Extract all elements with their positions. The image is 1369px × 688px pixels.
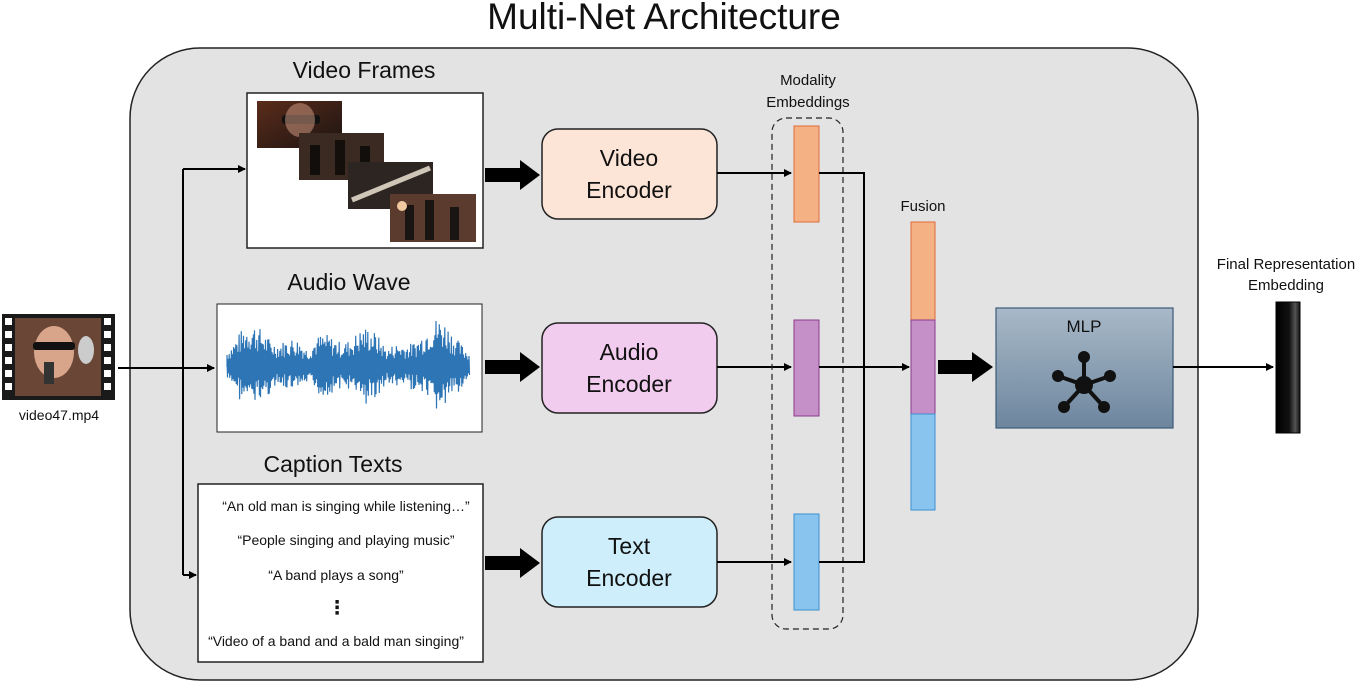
video-embedding bbox=[793, 125, 820, 223]
video-encoder: Video Encoder bbox=[541, 128, 718, 220]
audio-embedding bbox=[793, 319, 820, 417]
modality-embeddings-label: Embeddings bbox=[766, 94, 849, 111]
block-arrow bbox=[938, 352, 993, 382]
text-embedding bbox=[793, 513, 820, 611]
modality-embeddings-group bbox=[771, 117, 844, 630]
fused-text-segment bbox=[910, 413, 936, 511]
audio-waveform bbox=[226, 320, 471, 409]
caption-texts-title: Caption Texts bbox=[264, 451, 403, 477]
caption-item: “Video of a band and a bald man singing” bbox=[208, 633, 464, 649]
caption-item: “People singing and playing music” bbox=[237, 532, 454, 548]
video-file-icon bbox=[2, 314, 115, 400]
text-encoder: Text Encoder bbox=[541, 516, 718, 608]
svg-text:Encoder: Encoder bbox=[586, 177, 672, 203]
input-filename: video47.mp4 bbox=[19, 407, 99, 423]
final-embedding-bar bbox=[1275, 301, 1301, 434]
network-hub-icon bbox=[1052, 351, 1116, 413]
video-frames-title: Video Frames bbox=[293, 57, 436, 83]
fused-video-segment bbox=[910, 221, 936, 321]
svg-text:Encoder: Encoder bbox=[586, 565, 672, 591]
svg-text:Video: Video bbox=[600, 145, 658, 171]
fused-audio-segment bbox=[910, 319, 936, 415]
svg-text:Audio: Audio bbox=[600, 339, 659, 365]
diagram-title: Multi-Net Architecture bbox=[487, 0, 841, 37]
caption-item: “An old man is singing while listening…” bbox=[222, 498, 470, 514]
block-arrow bbox=[485, 352, 540, 382]
block-arrow bbox=[485, 548, 540, 578]
svg-text:Text: Text bbox=[608, 533, 651, 559]
fusion-label: Fusion bbox=[900, 198, 945, 215]
audio-wave-title: Audio Wave bbox=[287, 269, 410, 295]
mlp-label: MLP bbox=[1067, 317, 1102, 336]
video-frame-thumbnails bbox=[257, 101, 476, 242]
caption-item: “A band plays a song” bbox=[268, 567, 404, 583]
svg-text:Encoder: Encoder bbox=[586, 371, 672, 397]
caption-texts-box bbox=[197, 483, 484, 663]
block-arrow bbox=[485, 160, 540, 190]
caption-ellipsis: ⋮ bbox=[328, 598, 347, 619]
final-embedding-label: Embedding bbox=[1248, 277, 1324, 294]
modality-embeddings-label: Modality bbox=[780, 72, 836, 89]
final-embedding-label: Final Representation bbox=[1217, 256, 1355, 273]
audio-encoder: Audio Encoder bbox=[541, 322, 718, 414]
